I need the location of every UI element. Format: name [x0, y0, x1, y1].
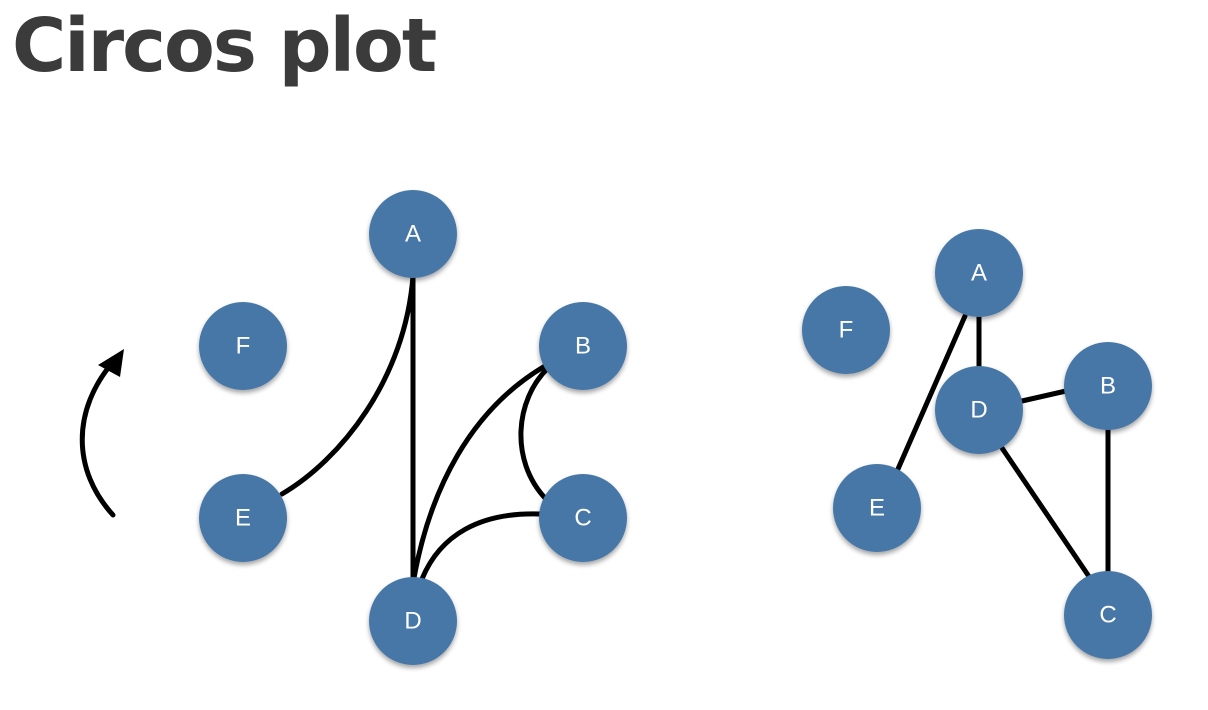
circos-node-circle: [369, 190, 457, 278]
network-node-label: A: [971, 259, 987, 286]
circos-node-e: E: [199, 474, 287, 562]
network-edge-d-c: [999, 445, 1093, 581]
network-node-circle: [935, 366, 1023, 454]
page-title: Circos plot: [12, 3, 437, 89]
network-diagram: A B C D E F: [802, 229, 1152, 659]
network-node-circle: [1064, 342, 1152, 430]
circos-edge-a-e: [279, 273, 416, 497]
network-node-circle: [1064, 571, 1152, 659]
network-edges: [895, 313, 1111, 581]
circos-node-label: E: [235, 504, 251, 531]
curved-arrow-icon: [79, 349, 124, 518]
circos-edge-c-d: [419, 511, 543, 582]
network-edge-a-e: [895, 313, 968, 472]
circos-node-c: C: [539, 474, 627, 562]
network-node-label: D: [970, 396, 987, 423]
network-edge-d-b: [1019, 388, 1069, 404]
circos-node-f: F: [199, 302, 287, 390]
circos-edge-b-d: [411, 363, 548, 581]
network-node-circle: [802, 286, 890, 374]
network-node-c: C: [1064, 571, 1152, 659]
circos-node-circle: [199, 474, 287, 562]
network-node-label: C: [1099, 601, 1116, 628]
circos-node-circle: [539, 302, 627, 390]
network-node-circle: [935, 229, 1023, 317]
circos-edges: [279, 273, 551, 582]
network-node-d: D: [935, 366, 1023, 454]
circos-node-label: F: [236, 332, 251, 359]
circos-node-circle: [539, 474, 627, 562]
circos-node-a: A: [369, 190, 457, 278]
circos-nodes: A B C D E F: [199, 190, 627, 665]
circos-edge-b-c: [518, 365, 551, 501]
circos-node-circle: [199, 302, 287, 390]
network-node-label: B: [1100, 372, 1116, 399]
network-node-f: F: [802, 286, 890, 374]
circos-node-circle: [369, 577, 457, 665]
network-node-a: A: [935, 229, 1023, 317]
network-node-e: E: [833, 464, 921, 552]
circos-node-b: B: [539, 302, 627, 390]
network-nodes: A B C D E F: [802, 229, 1152, 659]
network-node-label: E: [869, 494, 885, 521]
circos-node-d: D: [369, 577, 457, 665]
circos-node-label: A: [405, 220, 421, 247]
network-node-circle: [833, 464, 921, 552]
circos-node-label: B: [575, 332, 591, 359]
circos-node-label: D: [404, 607, 421, 634]
circos-node-label: C: [574, 504, 591, 531]
circos-diagram: A B C D E F: [79, 190, 627, 665]
network-node-label: F: [839, 316, 854, 343]
network-node-b: B: [1064, 342, 1152, 430]
